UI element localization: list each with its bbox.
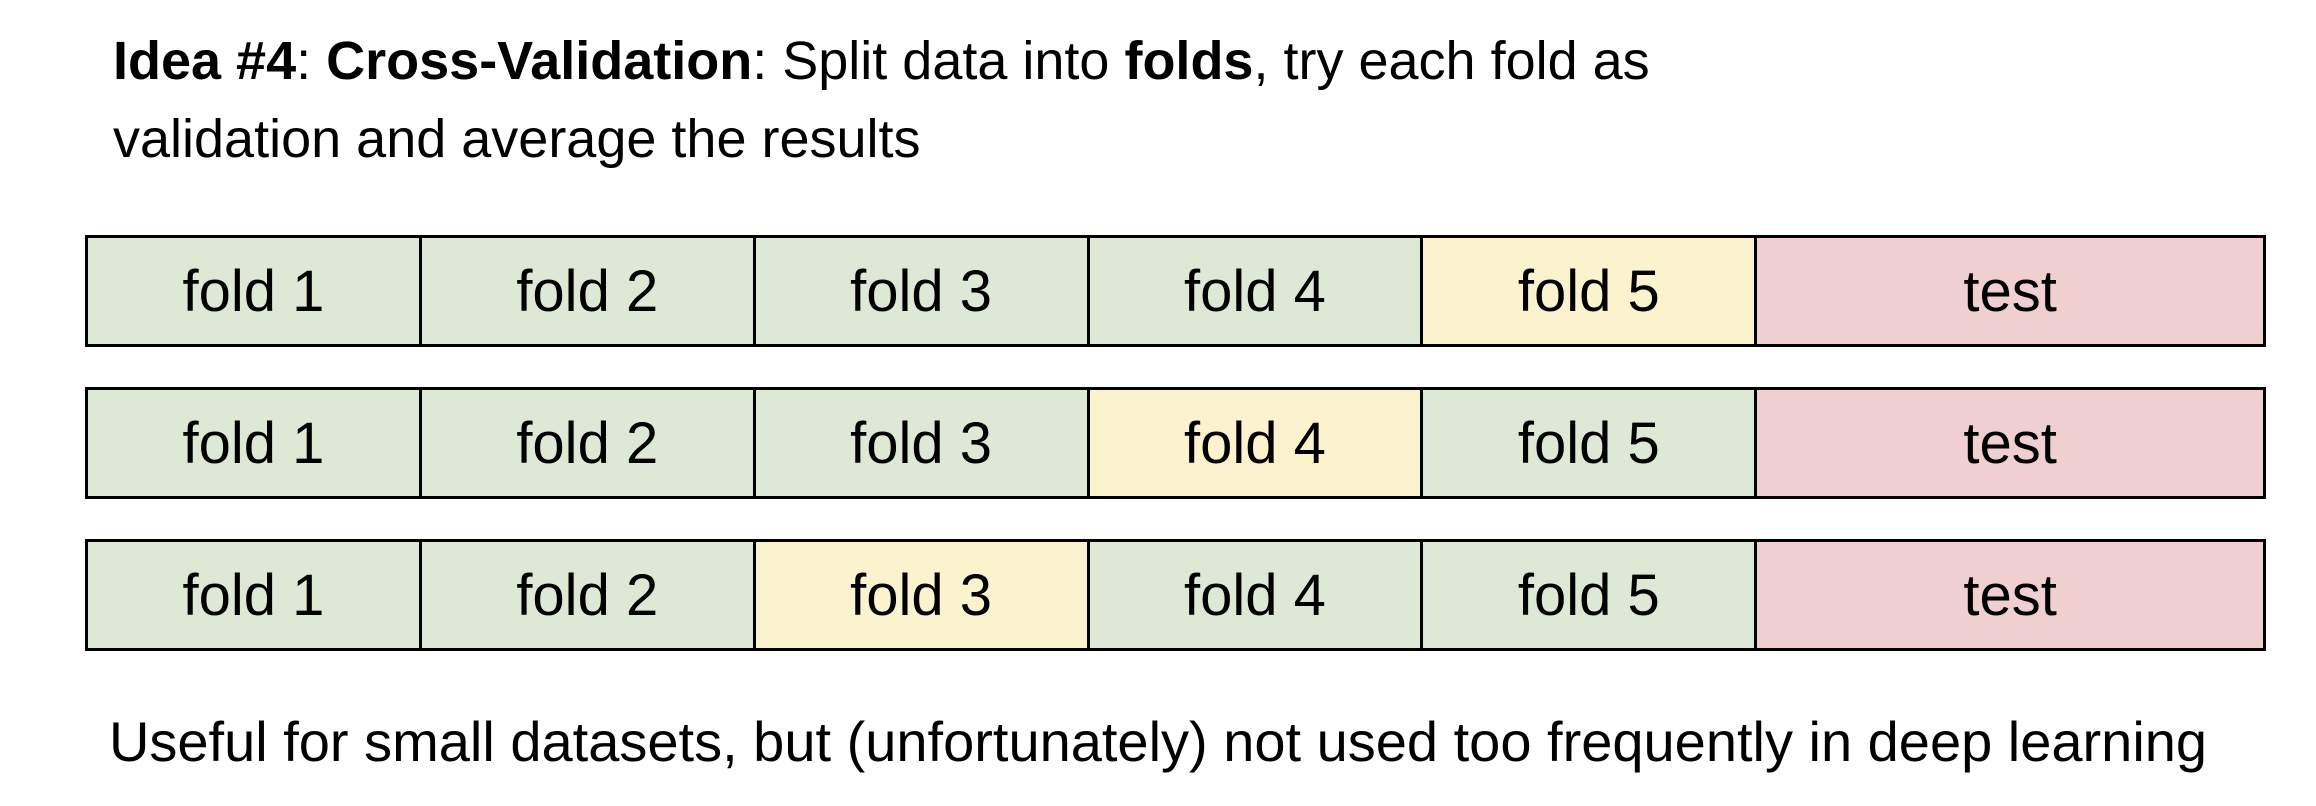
folds-keyword: folds [1124, 31, 1254, 91]
test-cell: test [1754, 539, 2266, 651]
fold-cell: fold 5 [1420, 387, 1758, 499]
validation-fold-cell: fold 3 [752, 539, 1090, 651]
fold-cell: fold 2 [418, 235, 756, 347]
fold-cell: fold 5 [1420, 539, 1758, 651]
title-text-rest: , try each fold as validation and averag… [113, 31, 1650, 169]
idea-label: Idea #4 [113, 31, 297, 91]
test-cell: test [1754, 235, 2266, 347]
fold-cell: fold 3 [752, 387, 1090, 499]
fold-cell: fold 1 [85, 539, 422, 651]
fold-cell: fold 4 [1086, 235, 1424, 347]
test-cell: test [1754, 387, 2266, 499]
fold-cell: fold 1 [85, 387, 422, 499]
slide-title: Idea #4: Cross-Validation: Split data in… [113, 22, 1713, 178]
fold-cell: fold 4 [1086, 539, 1424, 651]
split-row-2: fold 1 fold 2 fold 3 fold 4 fold 5 test [85, 387, 2266, 499]
split-row-3: fold 1 fold 2 fold 3 fold 4 fold 5 test [85, 539, 2266, 651]
fold-cell: fold 3 [752, 235, 1090, 347]
fold-cell: fold 1 [85, 235, 422, 347]
title-separator: : [296, 31, 327, 91]
title-text: : Split data into [752, 31, 1125, 91]
split-row-1: fold 1 fold 2 fold 3 fold 4 fold 5 test [85, 235, 2266, 347]
footer-note: Useful for small datasets, but (unfortun… [108, 710, 2208, 773]
fold-cell: fold 2 [418, 539, 756, 651]
validation-fold-cell: fold 5 [1420, 235, 1758, 347]
validation-fold-cell: fold 4 [1086, 387, 1424, 499]
method-name: Cross-Validation [326, 31, 753, 91]
fold-cell: fold 2 [418, 387, 756, 499]
